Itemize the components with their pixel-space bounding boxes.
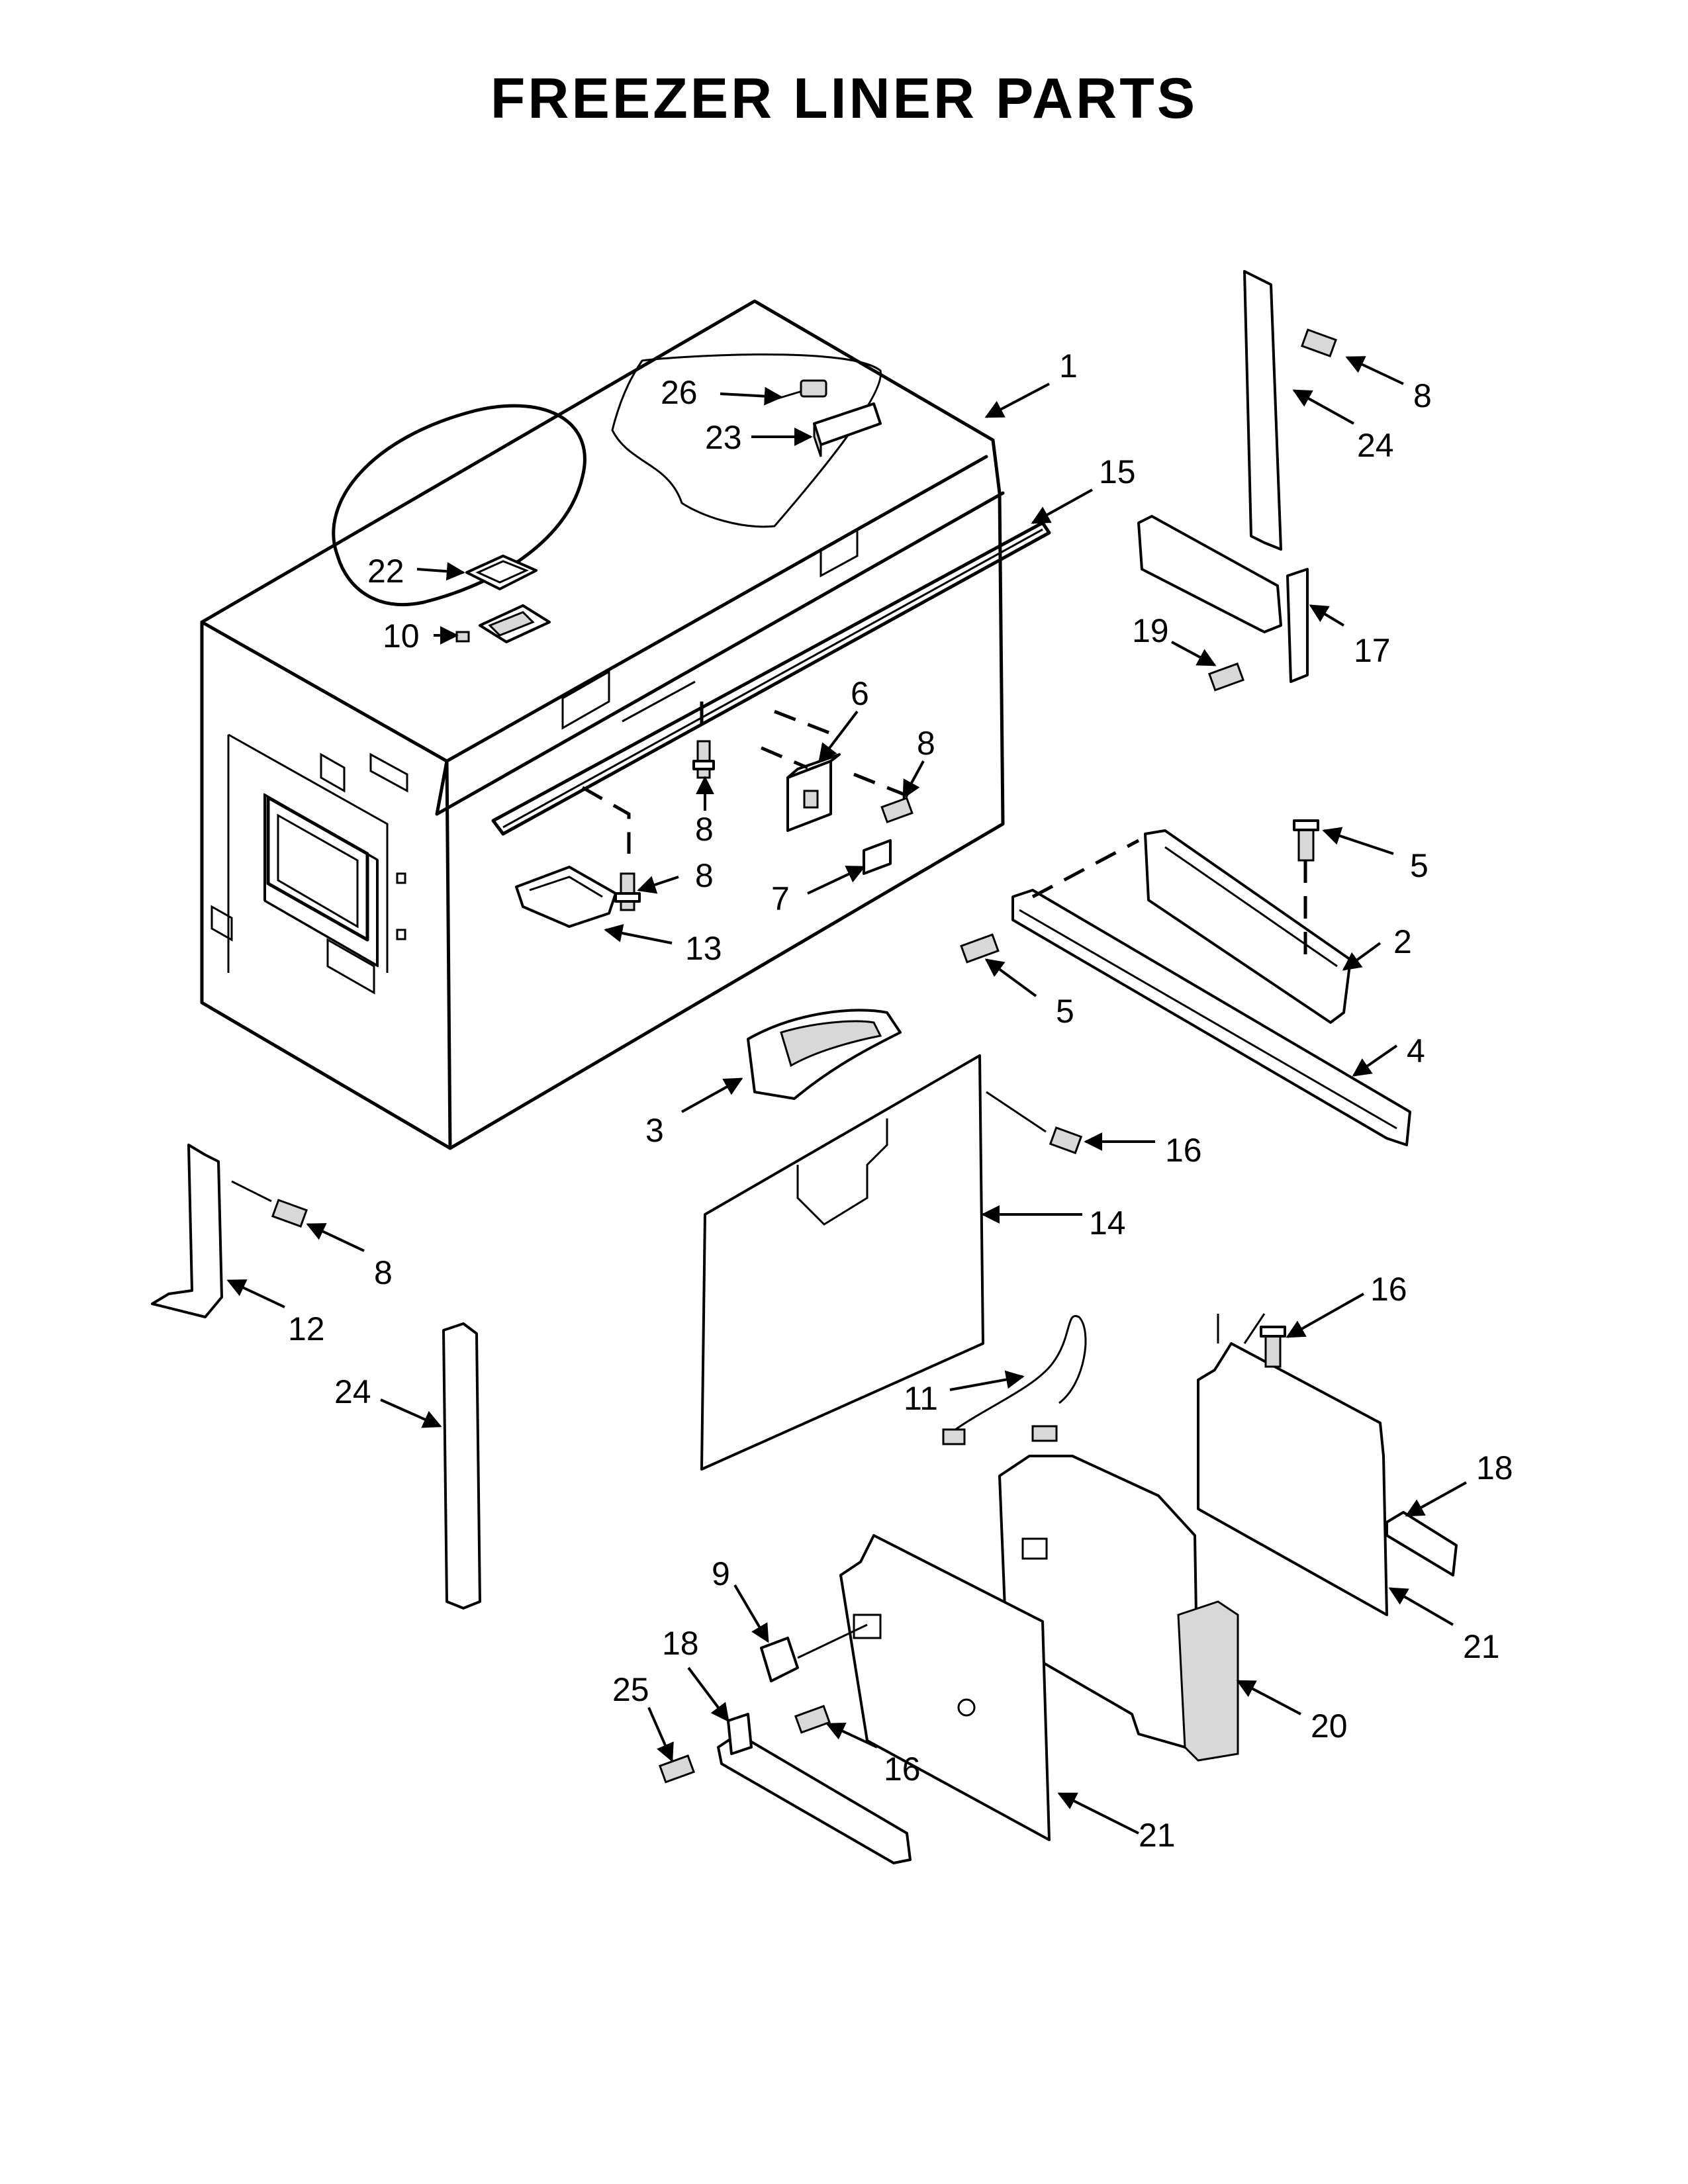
part-5-screw-a[interactable] xyxy=(1293,819,1319,862)
part-9-switch[interactable] xyxy=(760,1637,799,1682)
part-19-screw[interactable] xyxy=(1207,662,1244,692)
callout-22: 22 xyxy=(367,553,404,590)
part-14-panel[interactable] xyxy=(700,1054,984,1471)
callout-18-b: 18 xyxy=(662,1625,699,1662)
callout-3: 3 xyxy=(645,1112,664,1149)
part-6-control-box[interactable] xyxy=(786,753,841,832)
part-16-screw-c[interactable] xyxy=(794,1704,831,1734)
callout-labels: 1 26 23 15 22 10 6 8 8 13 7 8 24 19 17 5… xyxy=(288,347,1513,1854)
callout-7: 7 xyxy=(771,880,790,917)
callout-24-b: 24 xyxy=(334,1373,371,1410)
callout-4: 4 xyxy=(1407,1032,1425,1069)
part-18-slide-lower[interactable] xyxy=(717,1713,912,1864)
part-21-panel-lower[interactable] xyxy=(839,1534,1051,1841)
part-8-screw-a[interactable] xyxy=(692,740,715,779)
callout-11: 11 xyxy=(904,1380,938,1417)
part-11-wire-harness[interactable] xyxy=(942,1315,1087,1445)
callout-21-a: 21 xyxy=(1463,1628,1500,1665)
callout-13: 13 xyxy=(685,930,722,967)
callout-15: 15 xyxy=(1099,453,1136,490)
callout-18-a: 18 xyxy=(1476,1449,1513,1486)
callout-8-d: 8 xyxy=(1413,377,1432,414)
part-4-slide-rail[interactable] xyxy=(1011,889,1411,1146)
callout-9: 9 xyxy=(712,1555,730,1592)
callout-5-a: 5 xyxy=(1410,847,1429,884)
callout-16-c: 16 xyxy=(884,1751,921,1788)
callout-2: 2 xyxy=(1393,923,1412,960)
callout-25: 25 xyxy=(612,1671,649,1708)
callout-16-b: 16 xyxy=(1370,1271,1407,1308)
callout-12: 12 xyxy=(288,1310,325,1347)
callout-26: 26 xyxy=(661,374,698,411)
callout-8-c: 8 xyxy=(695,857,714,894)
part-7-switch[interactable] xyxy=(863,839,892,875)
callout-17: 17 xyxy=(1354,632,1391,669)
callout-19: 19 xyxy=(1132,612,1169,649)
part-16-screw-a[interactable] xyxy=(1049,1126,1083,1154)
part-13-bracket[interactable] xyxy=(515,866,617,928)
callout-10: 10 xyxy=(383,617,420,655)
callout-8-b: 8 xyxy=(695,811,714,848)
callout-20: 20 xyxy=(1311,1707,1348,1745)
part-8-screw-left[interactable] xyxy=(271,1199,308,1228)
part-12-bracket[interactable] xyxy=(151,1144,223,1318)
part-23-cover[interactable] xyxy=(813,402,882,457)
callout-1: 1 xyxy=(1059,347,1078,385)
part-8-screw-c[interactable] xyxy=(614,872,641,911)
part-5-screw-b[interactable] xyxy=(960,933,1000,964)
page-title: FREEZER LINER PARTS xyxy=(490,67,1198,130)
part-2-bracket[interactable] xyxy=(1144,829,1352,1024)
part-25-screw[interactable] xyxy=(658,1754,695,1784)
part-8-screw-b[interactable] xyxy=(880,796,914,824)
part-22-gasket[interactable] xyxy=(465,555,538,590)
callout-6: 6 xyxy=(851,675,869,712)
part-10-damper[interactable] xyxy=(455,604,551,643)
callout-5-b: 5 xyxy=(1056,993,1074,1030)
part-8-screw-top-right[interactable] xyxy=(1300,328,1337,358)
callout-16-a: 16 xyxy=(1165,1132,1202,1169)
callout-14: 14 xyxy=(1089,1205,1126,1242)
part-21-panel-right[interactable] xyxy=(1197,1342,1388,1616)
callout-arrows xyxy=(226,356,1467,1835)
part-20-housing[interactable] xyxy=(998,1455,1239,1762)
part-18-slide-right[interactable] xyxy=(1385,1511,1458,1576)
callout-23: 23 xyxy=(705,419,742,456)
callout-8-a: 8 xyxy=(917,725,935,762)
callout-24-a: 24 xyxy=(1357,427,1394,464)
part-24-strip-left[interactable] xyxy=(442,1322,481,1610)
part-17-bracket[interactable] xyxy=(1137,515,1309,683)
part-15-rail[interactable] xyxy=(491,521,1051,836)
part-16-screw-b[interactable] xyxy=(1260,1326,1286,1368)
callout-21-b: 21 xyxy=(1139,1817,1176,1854)
part-3-duct[interactable] xyxy=(747,1009,902,1100)
part-24-strip-top[interactable] xyxy=(1243,270,1282,551)
